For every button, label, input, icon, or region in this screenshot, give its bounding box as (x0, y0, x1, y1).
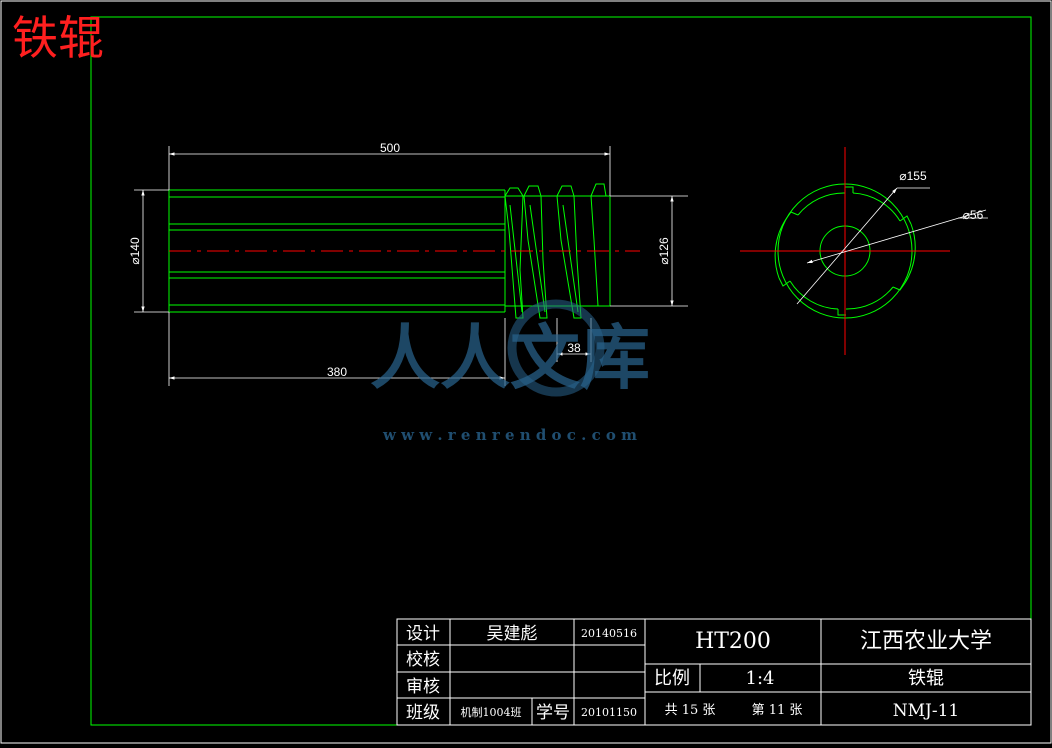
sheet-number: 第 11 张 (752, 703, 803, 718)
side-centerlines (740, 147, 950, 355)
reviewer-label: 审核 (406, 677, 440, 697)
dim-diameter-outer: ⌀155 (899, 169, 927, 183)
title-block-text: 设计 吴建彪 20140516 校核 审核 班级 机制1004班 学号 2010… (406, 624, 992, 723)
drawing-code: NMJ-11 (893, 701, 959, 721)
dim-pitch: 38 (567, 341, 581, 355)
dim-diameter-bore: ⌀56 (963, 208, 984, 222)
checker-label: 校核 (406, 650, 440, 670)
dim-length-shaft: 380 (327, 365, 347, 379)
dim-diameter-thread: ⌀126 (657, 237, 671, 265)
dim-diameter-shaft: ⌀140 (128, 237, 142, 265)
scale-value: 1:4 (746, 668, 775, 689)
sheet-count: 共 15 张 (665, 703, 716, 718)
class-label: 班级 (406, 703, 440, 723)
scale-label: 比例 (654, 668, 690, 689)
page-title: 铁辊 (12, 11, 104, 65)
title-block (396, 618, 1032, 726)
watermark: 人人文库 w w w . r e n r e n d o c . c o m (370, 299, 650, 444)
designer-label: 设计 (406, 624, 440, 644)
class-value: 机制1004班 (461, 705, 522, 719)
design-date: 20140516 (581, 627, 637, 640)
dim-length-total: 500 (380, 141, 400, 155)
school-name: 江西农业大学 (860, 629, 992, 654)
watermark-text: 人人文库 (370, 317, 650, 399)
student-id-label: 学号 (536, 703, 570, 723)
side-dimension-lines (796, 187, 988, 305)
part-name: 铁辊 (908, 668, 944, 689)
student-id: 20101150 (581, 706, 637, 719)
designer-name: 吴建彪 (487, 624, 538, 644)
watermark-ring-icon (507, 299, 605, 397)
material: HT200 (695, 629, 771, 654)
watermark-url: w w w . r e n r e n d o c . c o m (382, 426, 637, 444)
